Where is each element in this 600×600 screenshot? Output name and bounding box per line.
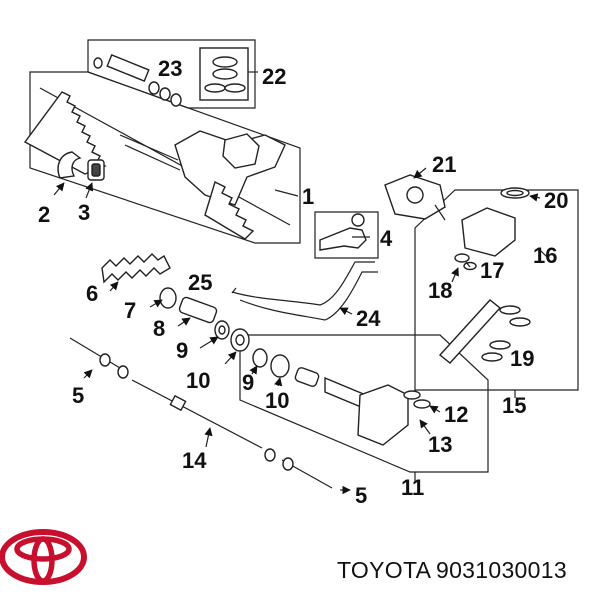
callout-14: 14: [182, 448, 207, 473]
part-number: 9031030013: [436, 557, 567, 583]
pressure-tubes: [231, 261, 378, 321]
footer: TOYOTA 9031030013: [337, 557, 567, 583]
bracket-part: [57, 151, 105, 181]
callout-17: 17: [480, 258, 504, 283]
inner-tie-rod: [69, 337, 129, 379]
callout-16: 16: [533, 243, 557, 268]
callout-11: 11: [401, 475, 424, 500]
valve-housing: [384, 174, 446, 221]
callout-9-right: 9: [242, 370, 254, 395]
outer-tie-rod: [264, 448, 333, 489]
leader-lines: [53, 71, 549, 495]
callout-5-upper: 5: [72, 383, 84, 408]
callout-12: 12: [444, 402, 468, 427]
callout-24: 24: [356, 306, 381, 331]
rack-end-part: [178, 296, 218, 324]
seal-kit: [93, 47, 249, 107]
callout-19: 19: [510, 346, 534, 371]
group-box-11: [239, 334, 489, 473]
group-box-22: [87, 39, 256, 109]
callout-1: 1: [302, 184, 314, 209]
rack-assembly: [23, 87, 291, 240]
washer-part-left: [214, 320, 250, 352]
control-valve: [438, 207, 531, 364]
callout-5-lower: 5: [355, 483, 367, 508]
callout-20: 20: [544, 188, 568, 213]
toyota-logo: [0, 529, 87, 585]
tie-rod-end: [319, 213, 367, 251]
callout-15: 15: [502, 393, 526, 418]
clamp-part: [159, 287, 177, 309]
callout-8: 8: [153, 316, 165, 341]
brand-name: TOYOTA: [337, 557, 432, 583]
callout-labels: 1 2 3 4 5 5 6 7 8 9 9 10 10 11 12 13 14 …: [38, 56, 568, 508]
callout-6: 6: [86, 281, 98, 306]
o-ring-part: [500, 187, 530, 199]
callout-23: 23: [158, 56, 182, 81]
rack-bar: [131, 379, 263, 449]
callout-4: 4: [380, 226, 393, 251]
callout-25: 25: [188, 270, 212, 295]
group-box-4: [314, 211, 379, 259]
group-box-15: [414, 189, 579, 391]
callout-10-right: 10: [265, 388, 289, 413]
callout-18: 18: [428, 278, 452, 303]
callout-2: 2: [38, 202, 50, 227]
callout-10-left: 10: [186, 368, 210, 393]
callout-21: 21: [432, 152, 456, 177]
callout-9-left: 9: [176, 338, 188, 363]
gear-housing-group: [252, 348, 431, 446]
callout-13: 13: [428, 432, 452, 457]
callout-7: 7: [124, 298, 136, 323]
callout-3: 3: [78, 200, 90, 225]
boot-part: [101, 253, 171, 284]
callout-22: 22: [262, 64, 286, 89]
